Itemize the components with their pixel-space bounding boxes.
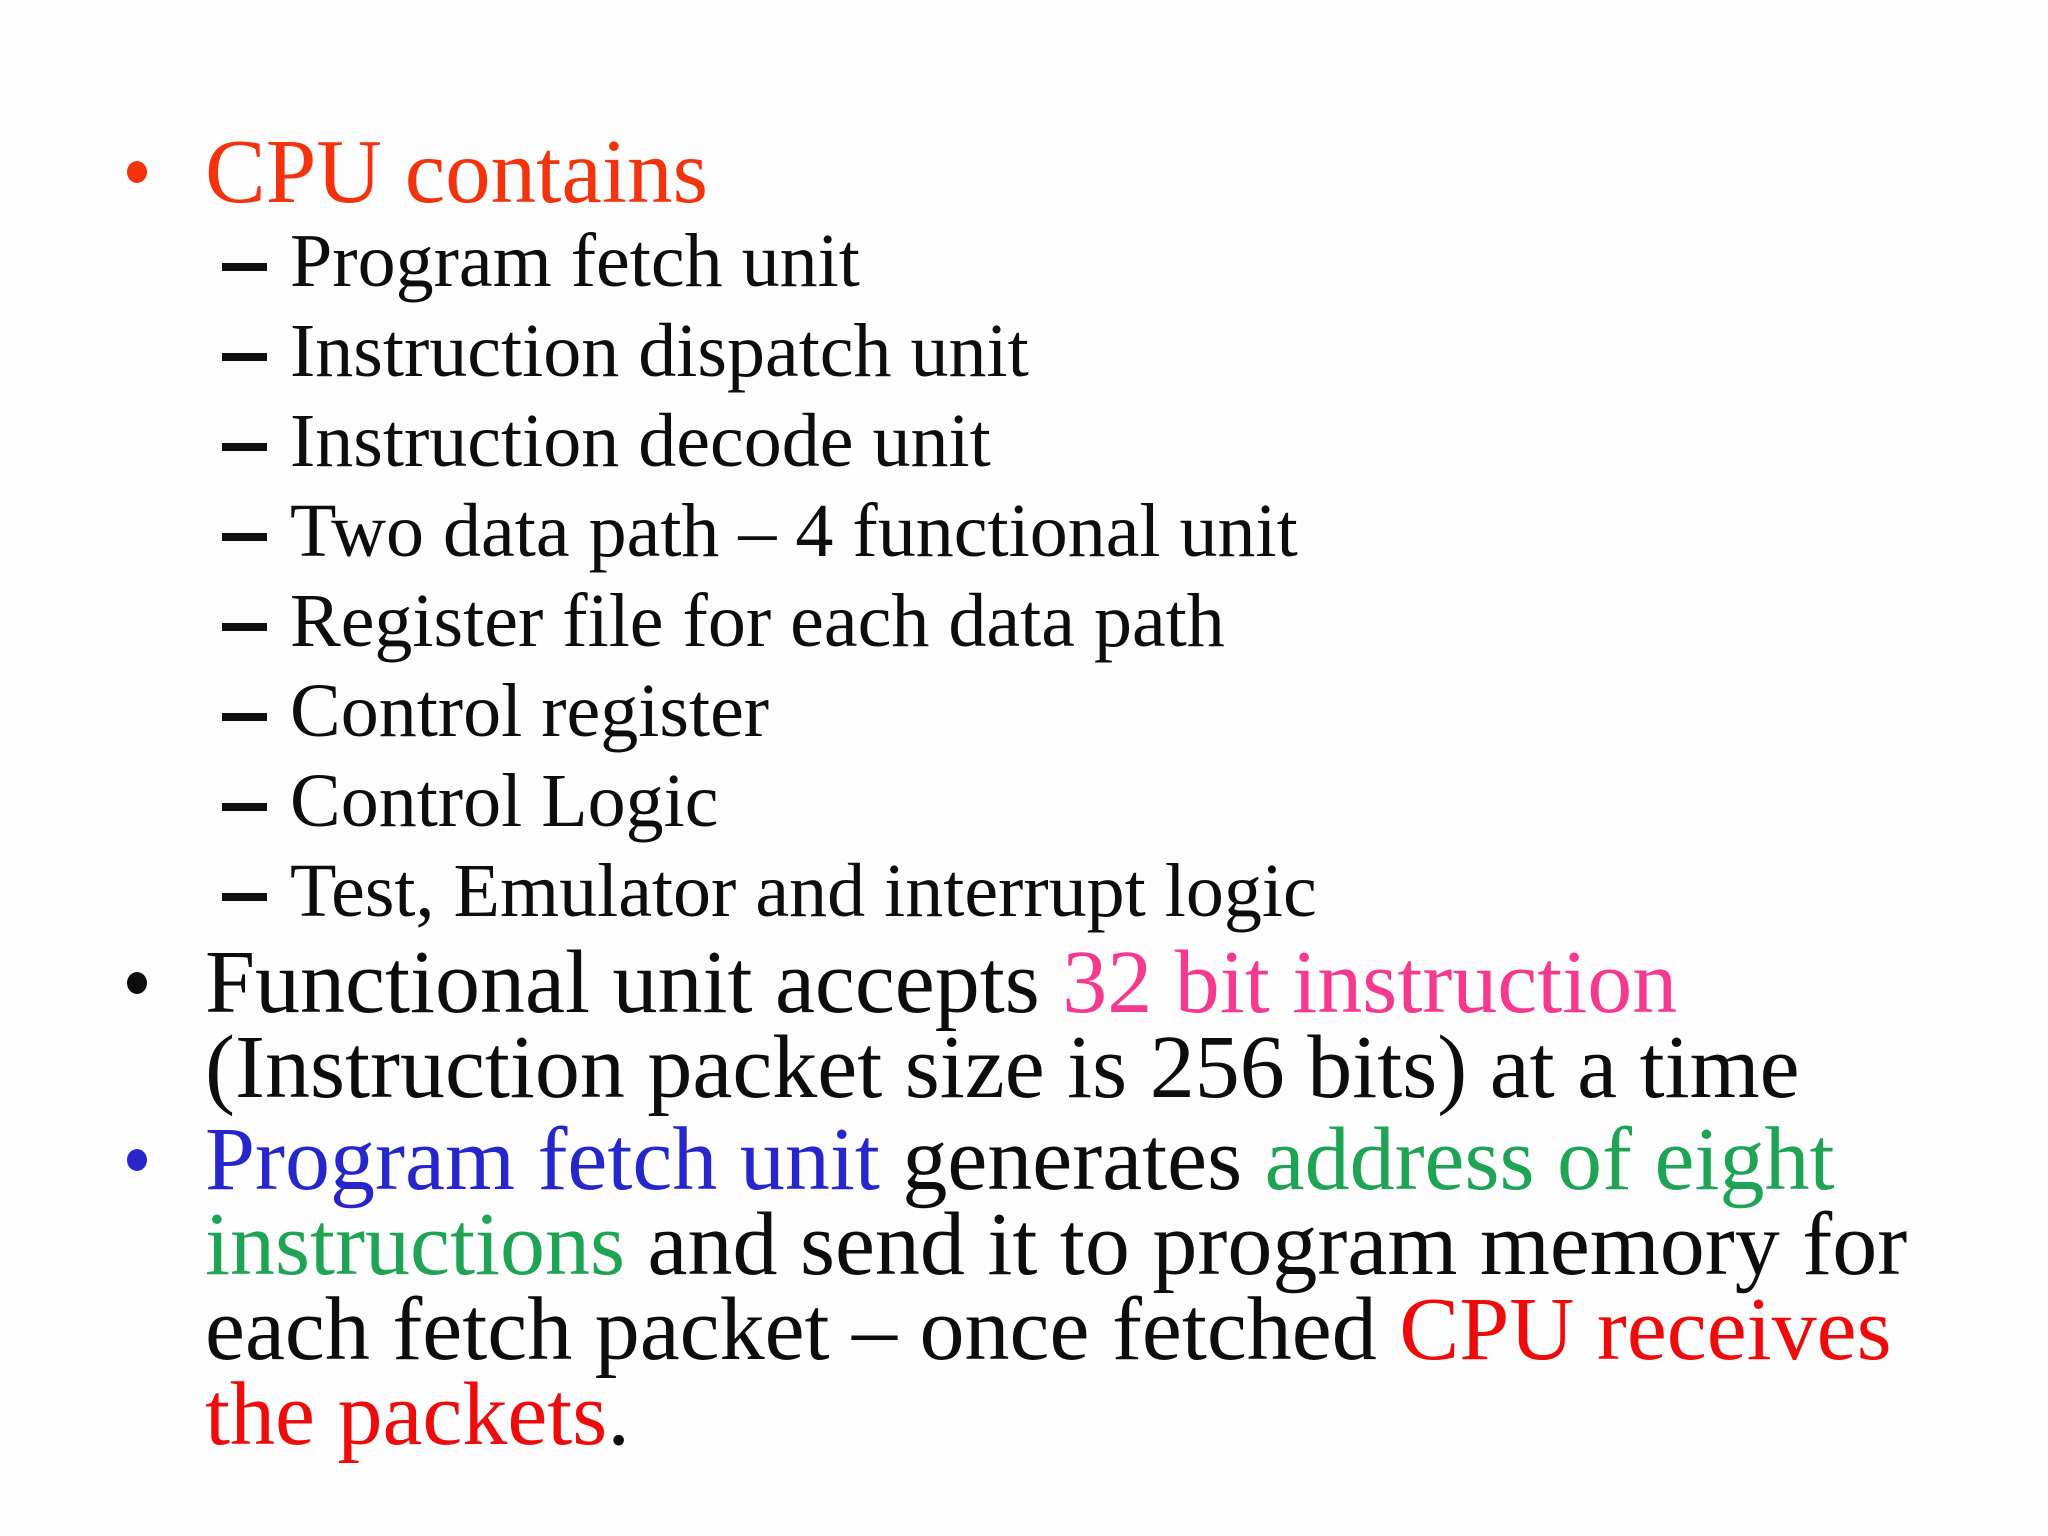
list-item: Control register [0, 666, 2048, 756]
text-run-highlight: Program fetch unit [205, 1110, 880, 1209]
dash-icon [222, 533, 267, 541]
list-item-label: Instruction dispatch unit [290, 309, 1029, 393]
bullet-text-line: instructions and send it to program memo… [0, 1200, 2048, 1290]
text-run-highlight: CPU receives [1399, 1280, 1892, 1379]
text-run-highlight: the packets [205, 1365, 608, 1464]
list-item: Instruction decode unit [0, 396, 2048, 486]
list-item: Two data path – 4 functional unit [0, 486, 2048, 576]
bullet-text-line: (Instruction packet size is 256 bits) at… [0, 1023, 2048, 1113]
dash-icon [222, 353, 267, 361]
sub-bullet-list: Program fetch unit Instruction dispatch … [0, 216, 2048, 936]
list-item-label: Register file for each data path [290, 579, 1225, 663]
list-item-label: Control register [290, 669, 770, 753]
text-run: and send it to program memory for [625, 1195, 1908, 1294]
dash-icon [222, 893, 267, 901]
text-run: . [607, 1365, 630, 1464]
dash-icon [222, 263, 267, 271]
text-run-highlight: instructions [205, 1195, 625, 1294]
list-item: Program fetch unit [0, 216, 2048, 306]
bullet-text-line: the packets. [0, 1370, 2048, 1460]
bullet-dot-icon [127, 972, 147, 994]
list-item-label: Control Logic [290, 759, 719, 843]
dash-icon [222, 443, 267, 451]
dash-icon [222, 803, 267, 811]
bullet-item-cpu-contains: CPU contains [0, 122, 2048, 222]
dash-icon [222, 623, 267, 631]
list-item: Instruction dispatch unit [0, 306, 2048, 396]
text-run-highlight: address of eight [1264, 1110, 1835, 1209]
bullet-dot-icon [127, 1149, 147, 1171]
bullet-text-line: Program fetch unit generates address of … [0, 1115, 2048, 1205]
list-item-label: Program fetch unit [290, 219, 860, 303]
bullet-text: CPU contains [0, 122, 2048, 222]
list-item-label: Instruction decode unit [290, 399, 991, 483]
list-item: Test, Emulator and interrupt logic [0, 846, 2048, 936]
bullet-text-line: Functional unit accepts 32 bit instructi… [0, 938, 2048, 1028]
list-item: Control Logic [0, 756, 2048, 846]
text-run-highlight: 32 bit instruction [1062, 933, 1678, 1032]
list-item-label: Test, Emulator and interrupt logic [290, 849, 1317, 933]
bullet-item-program-fetch: Program fetch unit generates address of … [0, 1115, 2048, 1460]
bullet-dot-icon [127, 161, 147, 183]
text-run: CPU contains [205, 121, 709, 222]
bullet-item-functional-unit: Functional unit accepts 32 bit instructi… [0, 938, 2048, 1113]
list-item-label: Two data path – 4 functional unit [290, 489, 1298, 573]
dash-icon [222, 713, 267, 721]
bullet-text-line: each fetch packet – once fetched CPU rec… [0, 1285, 2048, 1375]
text-run: Functional unit accepts [205, 933, 1063, 1032]
text-run: (Instruction packet size is 256 bits) at… [205, 1018, 1800, 1117]
text-run: generates [879, 1110, 1265, 1209]
text-run: each fetch packet – once fetched [205, 1280, 1400, 1379]
list-item: Register file for each data path [0, 576, 2048, 666]
